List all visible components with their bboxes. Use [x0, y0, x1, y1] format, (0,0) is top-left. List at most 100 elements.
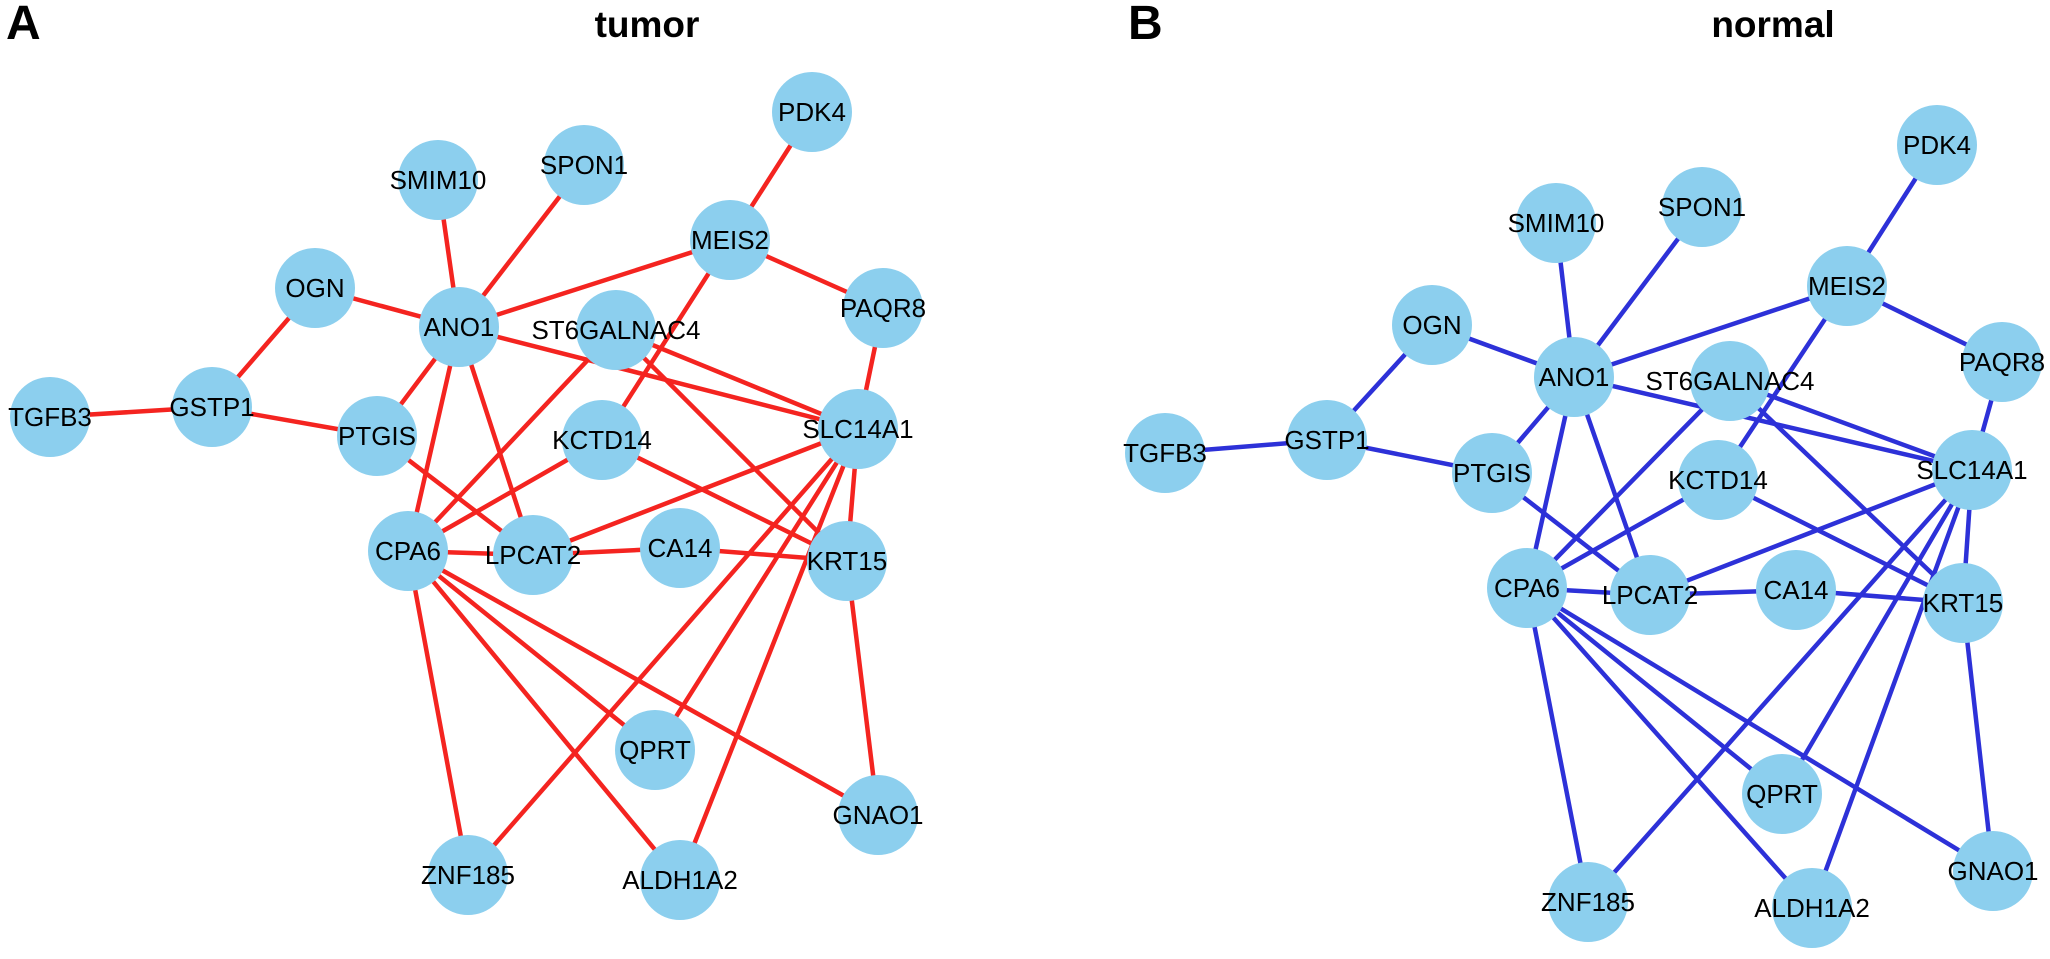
node-MEIS2[interactable] — [690, 200, 770, 280]
node-label-CPA6: CPA6 — [375, 536, 441, 566]
node-CA14[interactable] — [1756, 550, 1836, 630]
node-ZNF185[interactable] — [1548, 862, 1628, 942]
edge-ST6GALNAC4-KRT15 — [1727, 378, 1966, 606]
edge-SLC14A1-ZNF185 — [465, 426, 861, 878]
node-KRT15[interactable] — [807, 521, 887, 601]
edge-LPCAT2-SLC14A1 — [530, 426, 861, 558]
node-KCTD14[interactable] — [562, 400, 642, 480]
node-label-TGFB3: TGFB3 — [1123, 438, 1207, 468]
node-label-KRT15: KRT15 — [1923, 588, 2003, 618]
node-KCTD14[interactable] — [1678, 440, 1758, 520]
edge-CPA6-QPRT — [405, 548, 658, 753]
edge-SLC14A1-QPRT — [652, 426, 861, 753]
edge-ST6GALNAC4-SLC14A1 — [1727, 378, 1975, 473]
edge-SLC14A1-ALDH1A2 — [677, 426, 861, 883]
node-label-PTGIS: PTGIS — [1453, 458, 1531, 488]
node-PAQR8[interactable] — [843, 268, 923, 348]
node-OGN[interactable] — [1392, 285, 1472, 365]
edge-KRT15-GNAO1 — [844, 558, 881, 818]
edge-CPA6-ALDH1A2 — [405, 548, 683, 883]
edge-CPA6-GNAO1 — [1524, 585, 1996, 874]
node-label-MEIS2: MEIS2 — [691, 225, 769, 255]
node-QPRT[interactable] — [615, 710, 695, 790]
node-PDK4[interactable] — [772, 72, 852, 152]
node-LPCAT2[interactable] — [493, 515, 573, 595]
node-CPA6[interactable] — [368, 511, 448, 591]
edge-KRT15-GNAO1 — [1960, 600, 1996, 874]
edge-KCTD14-KRT15 — [1715, 477, 1966, 606]
node-PDK4[interactable] — [1897, 105, 1977, 185]
node-CPA6[interactable] — [1487, 548, 1567, 628]
edge-SLC14A1-QPRT — [1779, 467, 1975, 797]
panel-a-letter: A — [6, 0, 41, 50]
node-label-PTGIS: PTGIS — [338, 421, 416, 451]
node-label-OGN: OGN — [1402, 310, 1461, 340]
panel-b-letter: B — [1128, 0, 1163, 50]
edge-LPCAT2-SLC14A1 — [1647, 467, 1975, 598]
node-TGFB3[interactable] — [10, 377, 90, 457]
edge-CPA6-GNAO1 — [405, 548, 881, 818]
node-label-LPCAT2: LPCAT2 — [485, 540, 581, 570]
node-label-QPRT: QPRT — [619, 735, 691, 765]
node-label-ST6GALNAC4: ST6GALNAC4 — [1645, 366, 1814, 396]
node-label-MEIS2: MEIS2 — [1808, 271, 1886, 301]
node-ST6GALNAC4[interactable] — [576, 290, 656, 370]
node-PTGIS[interactable] — [1452, 433, 1532, 513]
node-PTGIS[interactable] — [337, 396, 417, 476]
node-OGN[interactable] — [275, 248, 355, 328]
node-label-SLC14A1: SLC14A1 — [802, 414, 913, 444]
node-ANO1[interactable] — [1534, 337, 1614, 417]
node-ZNF185[interactable] — [428, 835, 508, 915]
node-KRT15[interactable] — [1923, 563, 2003, 643]
node-label-SPON1: SPON1 — [1658, 192, 1746, 222]
node-ALDH1A2[interactable] — [640, 840, 720, 920]
node-GNAO1[interactable] — [1953, 831, 2033, 911]
node-QPRT[interactable] — [1742, 754, 1822, 834]
node-label-PAQR8: PAQR8 — [1959, 347, 2045, 377]
edge-CPA6-ZNF185 — [405, 548, 471, 878]
node-ANO1[interactable] — [419, 287, 499, 367]
node-label-ALDH1A2: ALDH1A2 — [1754, 893, 1870, 923]
node-SLC14A1[interactable] — [1932, 430, 2012, 510]
node-TGFB3[interactable] — [1125, 413, 1205, 493]
node-GNAO1[interactable] — [838, 775, 918, 855]
node-ALDH1A2[interactable] — [1772, 868, 1852, 948]
node-label-ALDH1A2: ALDH1A2 — [622, 865, 738, 895]
node-GSTP1[interactable] — [1287, 400, 1367, 480]
node-label-ZNF185: ZNF185 — [1541, 887, 1635, 917]
panel-a-title: tumor — [594, 4, 700, 45]
node-label-ST6GALNAC4: ST6GALNAC4 — [531, 315, 700, 345]
node-CA14[interactable] — [640, 508, 720, 588]
edge-ANO1-MEIS2 — [1571, 283, 1850, 380]
edge-CPA6-ZNF185 — [1524, 585, 1591, 905]
node-SPON1[interactable] — [544, 125, 624, 205]
node-label-SPON1: SPON1 — [540, 150, 628, 180]
edge-SLC14A1-ALDH1A2 — [1809, 467, 1975, 911]
node-SMIM10[interactable] — [1516, 183, 1596, 263]
node-label-CPA6: CPA6 — [1494, 573, 1560, 603]
node-label-QPRT: QPRT — [1746, 779, 1818, 809]
node-label-GSTP1: GSTP1 — [169, 392, 254, 422]
node-label-OGN: OGN — [285, 273, 344, 303]
node-SPON1[interactable] — [1662, 167, 1742, 247]
node-label-TGFB3: TGFB3 — [8, 402, 92, 432]
node-GSTP1[interactable] — [172, 367, 252, 447]
node-MEIS2[interactable] — [1807, 246, 1887, 326]
node-label-SMIM10: SMIM10 — [1508, 208, 1605, 238]
edge-ANO1-SLC14A1 — [456, 324, 861, 432]
node-SLC14A1[interactable] — [818, 389, 898, 469]
node-SMIM10[interactable] — [398, 140, 478, 220]
edge-ST6GALNAC4-KRT15 — [613, 327, 850, 564]
node-label-GNAO1: GNAO1 — [832, 800, 923, 830]
node-ST6GALNAC4[interactable] — [1690, 341, 1770, 421]
edge-ST6GALNAC4-SLC14A1 — [613, 327, 861, 432]
edge-ST6GALNAC4-CPA6 — [1524, 378, 1733, 591]
edge-ANO1-MEIS2 — [456, 237, 733, 330]
node-label-GNAO1: GNAO1 — [1947, 856, 2038, 886]
edge-SLC14A1-ZNF185 — [1585, 467, 1975, 905]
panel-b-title: normal — [1711, 4, 1835, 45]
node-PAQR8[interactable] — [1962, 322, 2042, 402]
node-LPCAT2[interactable] — [1610, 555, 1690, 635]
